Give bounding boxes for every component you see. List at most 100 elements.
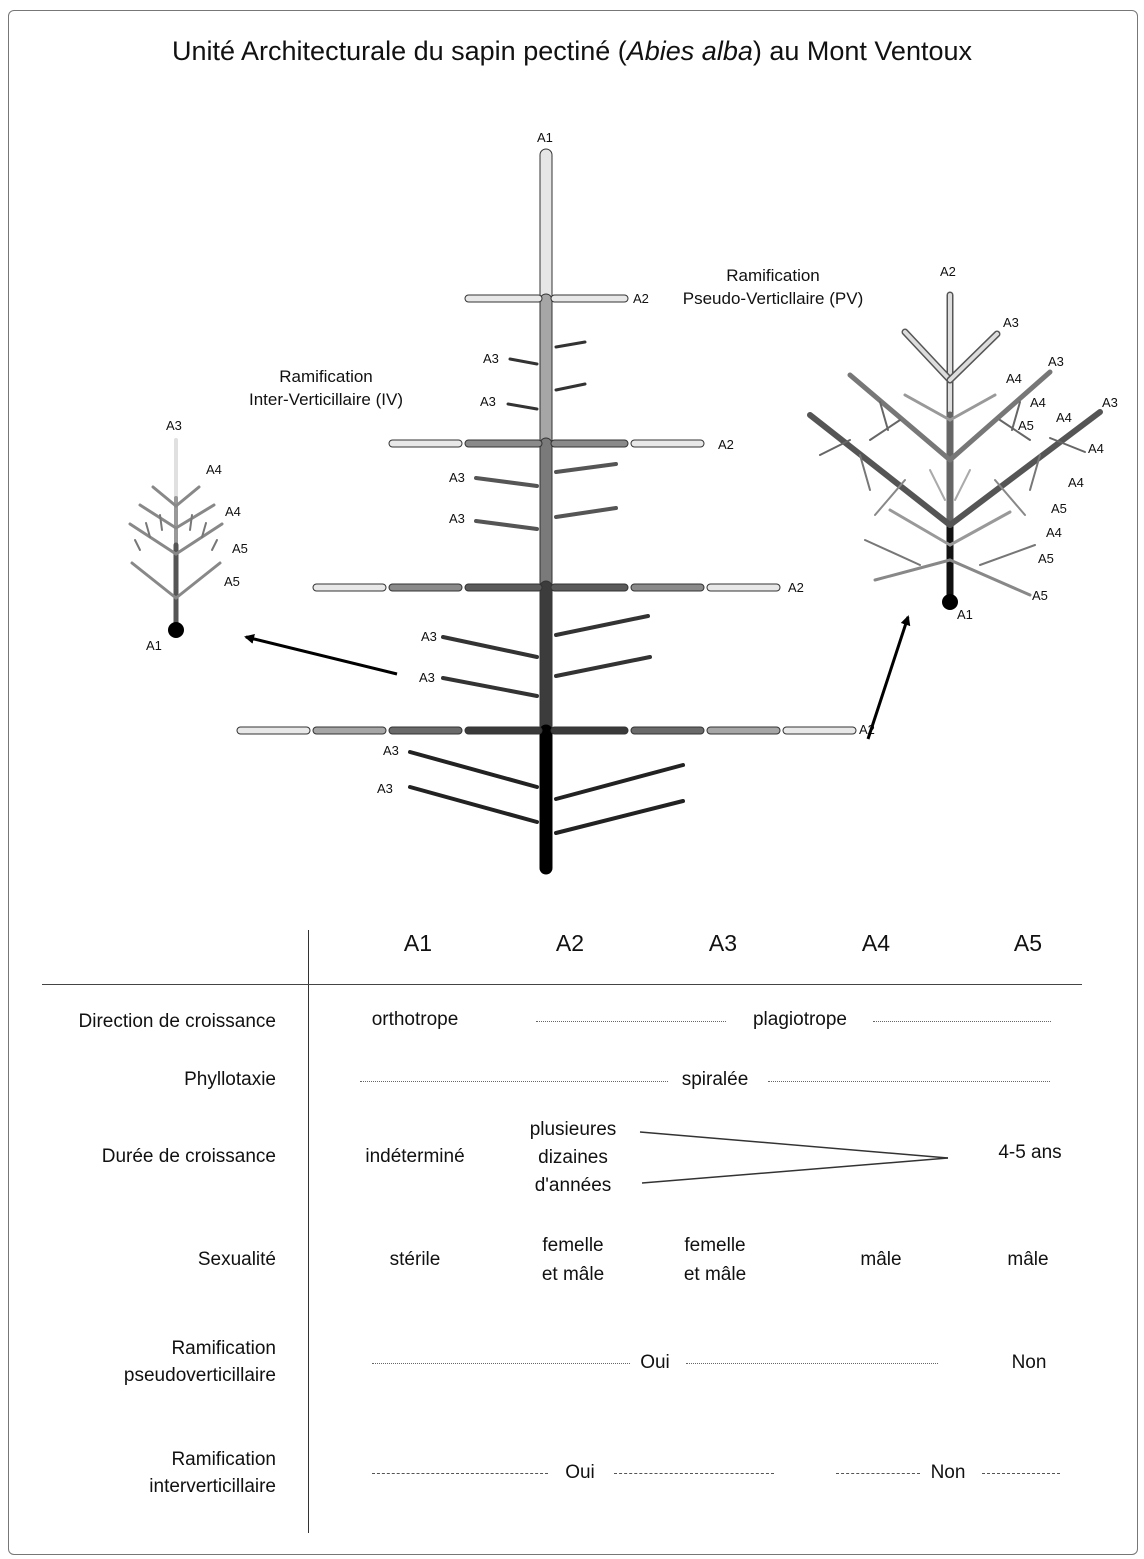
pv-annotation-line1: Ramification (726, 266, 820, 285)
pv-label-a4-6: A4 (1046, 525, 1062, 540)
pv-label-a5-2: A5 (1051, 501, 1067, 516)
row-label-iv-line1: Ramification (171, 1449, 276, 1470)
sexualite-a3-line2: et mâle (683, 1264, 747, 1285)
dotted-line (536, 1021, 726, 1022)
direction-a1: orthotrope (371, 1009, 459, 1030)
sexualite-a1: stérile (389, 1249, 441, 1270)
duree-a2-line1: plusieures (529, 1119, 617, 1140)
header-a1: A1 (403, 930, 433, 956)
interverticillary-branches (408, 340, 685, 835)
pv-tree (807, 291, 1103, 610)
iv-label-a3: A3 (166, 418, 182, 433)
label-a3-2: A3 (480, 394, 496, 409)
row-label-direction: Direction de croissance (78, 1011, 276, 1032)
iv-tree (128, 438, 224, 638)
pv-label-a5-4: A5 (1032, 588, 1048, 603)
row-label-sexualite: Sexualité (197, 1249, 276, 1270)
pv-label-a4-1: A4 (1006, 371, 1022, 386)
figure-frame (8, 10, 1138, 1555)
whorl-1 (464, 294, 629, 303)
row-label-duree: Durée de croissance (101, 1146, 276, 1167)
whorl-2 (388, 439, 705, 448)
iv-tree-labels: A3 A4 A4 A5 A5 A1 (146, 418, 248, 653)
duree-a45: 4-5 ans (998, 1142, 1062, 1163)
pv-non: Non (1011, 1352, 1047, 1373)
arrow-to-iv-tree (244, 634, 398, 676)
pv-label-a3-3: A3 (1102, 395, 1118, 410)
label-a3-8: A3 (377, 781, 393, 796)
dashed-line (372, 1473, 548, 1474)
title-text-end: ) au Mont Ventoux (752, 36, 972, 66)
figure-title: Unité Architecturale du sapin pectiné (A… (0, 36, 1144, 67)
label-a3-6: A3 (419, 670, 435, 685)
sexualite-a2-line2: et mâle (541, 1264, 605, 1285)
dashed-line (982, 1473, 1060, 1474)
row-label-pv-line2: pseudoverticillaire (123, 1365, 276, 1386)
label-a1-top: A1 (537, 130, 553, 145)
dotted-line (360, 1081, 668, 1082)
iv-label-a4-2: A4 (225, 504, 241, 519)
label-a3-3: A3 (449, 470, 465, 485)
label-a3-4: A3 (449, 511, 465, 526)
iv-annotation-line1: Ramification (279, 367, 373, 386)
whorl-4 (236, 726, 857, 735)
dotted-line (873, 1021, 1051, 1022)
pv-label-a4-4: A4 (1088, 441, 1104, 456)
main-tree-labels: A1 A2 A2 A2 A2 A3 A3 A3 A3 A3 A3 A3 A3 (377, 130, 875, 796)
row-label-pv-line1: Ramification (171, 1338, 276, 1359)
pv-label-a1: A1 (957, 607, 973, 622)
label-a2-2: A2 (718, 437, 734, 452)
duree-a2-line2: dizaines (538, 1147, 608, 1168)
pv-label-a4-5: A4 (1068, 475, 1084, 490)
pv-oui: Oui (640, 1352, 670, 1373)
header-a5: A5 (1013, 930, 1043, 956)
iv-label-a1: A1 (146, 638, 162, 653)
arrow-to-pv-tree (866, 615, 911, 740)
iv-non: Non (930, 1462, 966, 1483)
iv-label-a5-2: A5 (224, 574, 240, 589)
header-a4: A4 (861, 930, 891, 956)
row-label-phyllotaxie: Phyllotaxie (184, 1069, 276, 1090)
duree-a2-line3: d'années (534, 1175, 612, 1196)
header-a3: A3 (708, 930, 738, 956)
pv-label-a5-3: A5 (1038, 551, 1054, 566)
iv-label-a4-1: A4 (206, 462, 222, 477)
sexualite-a2-line1: femelle (542, 1235, 604, 1256)
title-text: Unité Architecturale du sapin pectiné ( (172, 36, 627, 66)
dotted-line (372, 1363, 630, 1364)
duree-a1: indéterminé (365, 1146, 465, 1167)
duree-trend-lines (639, 1131, 949, 1184)
label-a2-3: A2 (788, 580, 804, 595)
dashed-line (836, 1473, 920, 1474)
label-a2-1: A2 (633, 291, 649, 306)
annotations: Ramification Inter-Verticillaire (IV) Ra… (249, 266, 863, 409)
row-label-iv-line2: interverticillaire (149, 1476, 276, 1497)
table-vertical-rule (308, 930, 309, 1533)
dashed-line (614, 1473, 774, 1474)
pv-annotation-line2: Pseudo-Verticllaire (PV) (683, 289, 863, 308)
pv-label-a4-3: A4 (1056, 410, 1072, 425)
pv-label-a3-1: A3 (1003, 315, 1019, 330)
title-species: Abies alba (626, 36, 753, 66)
label-a3-5: A3 (421, 629, 437, 644)
dotted-line (768, 1081, 1050, 1082)
iv-label-a5-1: A5 (232, 541, 248, 556)
pv-label-a2: A2 (940, 264, 956, 279)
pv-label-a5-1: A5 (1018, 418, 1034, 433)
phyllotaxie-all: spiralée (681, 1069, 749, 1090)
table-horizontal-rule (42, 984, 1082, 985)
architecture-diagram: A1 A2 A2 A2 A2 A3 A3 A3 A3 A3 A3 A3 A3 R… (128, 130, 1118, 875)
iv-annotation-line2: Inter-Verticillaire (IV) (249, 390, 403, 409)
header-a2: A2 (555, 930, 585, 956)
sexualite-a3-line1: femelle (684, 1235, 746, 1256)
sexualite-a4: mâle (860, 1249, 902, 1270)
dotted-line (686, 1363, 938, 1364)
whorl-3 (312, 583, 781, 592)
direction-rest: plagiotrope (752, 1009, 848, 1030)
pv-label-a4-2: A4 (1030, 395, 1046, 410)
label-a3-7: A3 (383, 743, 399, 758)
pv-tree-labels: A2 A3 A3 A3 A4 A4 A4 A4 A4 A4 A5 A5 A5 A… (940, 264, 1118, 622)
pv-label-a3-2: A3 (1048, 354, 1064, 369)
label-a3-1: A3 (483, 351, 499, 366)
iv-oui: Oui (565, 1462, 595, 1483)
